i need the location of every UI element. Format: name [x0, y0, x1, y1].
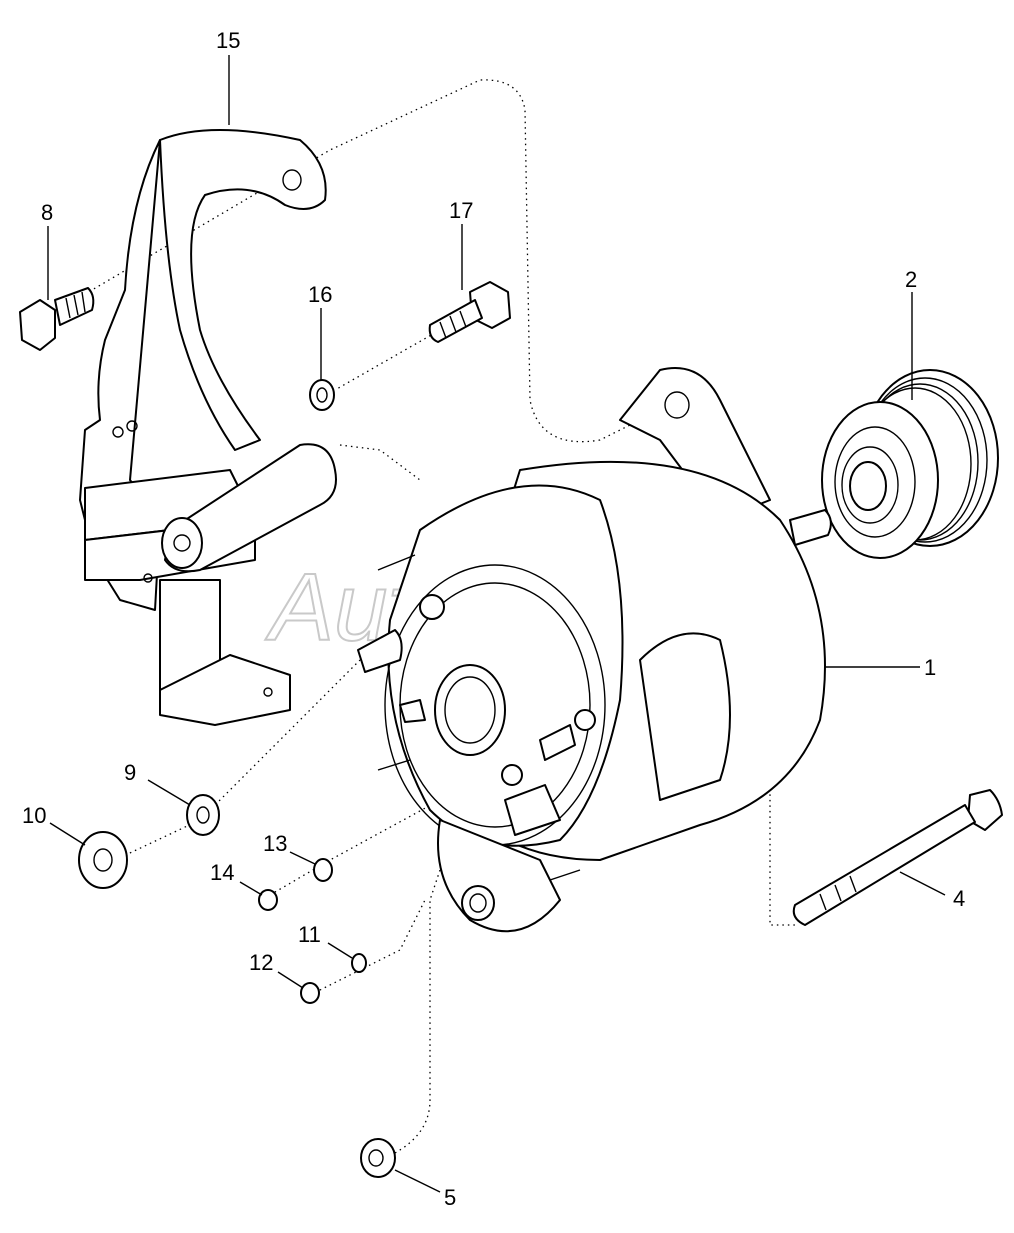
callout-leaders: [47, 55, 946, 1193]
callout-14: 14: [210, 860, 234, 885]
long-bolt-4: [792, 789, 1003, 926]
callout-13: 13: [263, 831, 287, 856]
nut-5: [360, 1138, 396, 1178]
fasteners: [78, 794, 396, 1178]
callout-10: 10: [22, 803, 46, 828]
washer-16: [309, 379, 335, 411]
washer-11: [351, 953, 367, 973]
callout-labels: 15 2 17 8 16 1 4 9 10 13 14 11 12 5: [22, 28, 965, 1210]
callout-2: 2: [905, 267, 917, 292]
callout-5: 5: [444, 1185, 456, 1210]
bolt-17: [428, 281, 511, 343]
nut-10: [78, 831, 128, 889]
washer-13: [313, 858, 333, 882]
callout-8: 8: [41, 200, 53, 225]
pulley: [821, 369, 999, 559]
washer-9: [186, 794, 220, 836]
callout-11: 11: [298, 922, 321, 947]
callout-17: 17: [449, 198, 473, 223]
callout-9: 9: [124, 760, 136, 785]
callout-12: 12: [249, 950, 273, 975]
callout-15: 15: [216, 28, 240, 53]
mounting-bracket: [79, 129, 337, 726]
nut-14: [258, 889, 278, 911]
callout-1: 1: [924, 655, 936, 680]
bolt-8: [19, 287, 95, 351]
nut-12: [300, 982, 320, 1004]
alternator: [357, 367, 832, 933]
callout-16: 16: [308, 282, 332, 307]
callout-4: 4: [953, 886, 965, 911]
